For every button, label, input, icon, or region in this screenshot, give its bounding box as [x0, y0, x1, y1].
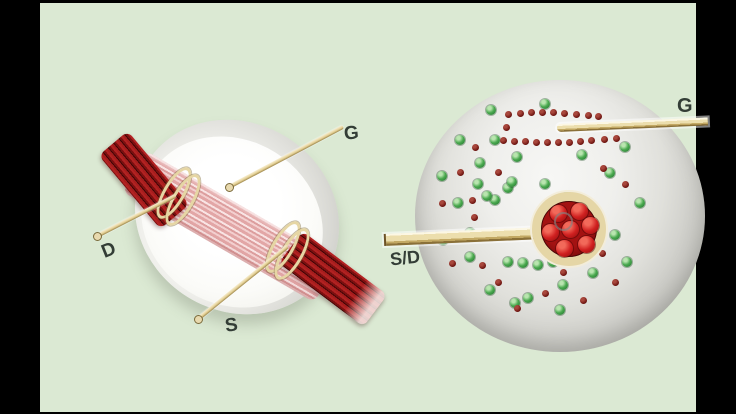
- maroon-dot: [584, 111, 592, 119]
- green-dot: [486, 105, 496, 115]
- maroon-dot: [502, 123, 510, 131]
- green-dot: [540, 179, 550, 189]
- green-dot: [453, 198, 463, 208]
- green-dot: [518, 258, 528, 268]
- green-dot: [475, 158, 485, 168]
- nerve-ring: [532, 192, 606, 266]
- green-dot: [473, 179, 483, 189]
- green-dot: [465, 252, 475, 262]
- maroon-dot: [516, 109, 524, 117]
- maroon-dot: [494, 278, 502, 286]
- maroon-dot: [599, 164, 607, 172]
- green-dot: [558, 280, 568, 290]
- maroon-dot: [598, 249, 606, 257]
- maroon-dot: [541, 289, 549, 297]
- maroon-dot: [510, 137, 518, 145]
- green-dot: [622, 257, 632, 267]
- maroon-dot: [594, 112, 602, 120]
- maroon-dot: [499, 136, 507, 144]
- green-dot: [620, 142, 630, 152]
- green-dot: [490, 195, 500, 205]
- maroon-dot: [456, 168, 464, 176]
- maroon-dot: [468, 196, 476, 204]
- maroon-dot: [513, 304, 521, 312]
- maroon-dot: [612, 134, 620, 142]
- dot-layer: [40, 3, 736, 414]
- green-dot: [503, 183, 513, 193]
- green-dot: [605, 168, 615, 178]
- green-dot: [635, 198, 645, 208]
- maroon-dot: [538, 108, 546, 116]
- green-dot: [507, 177, 517, 187]
- maroon-dot: [470, 213, 478, 221]
- green-dot: [503, 257, 513, 267]
- figure-panel: G D S G S/D: [40, 3, 709, 412]
- fiber-end-dot: [194, 315, 203, 324]
- green-dot: [510, 298, 520, 308]
- maroon-dot: [576, 137, 584, 145]
- green-dot: [555, 305, 565, 315]
- maroon-dot: [611, 278, 619, 286]
- nucleus-red-cell: [581, 216, 599, 234]
- maroon-dot: [494, 168, 502, 176]
- nucleus-red-cell: [541, 223, 559, 241]
- maroon-dot: [521, 137, 529, 145]
- maroon-dot: [471, 143, 479, 151]
- maroon-dot: [478, 261, 486, 269]
- green-dot: [437, 171, 447, 181]
- maroon-dot: [438, 199, 446, 207]
- maroon-dot: [621, 180, 629, 188]
- maroon-dot: [549, 108, 557, 116]
- nucleus-red-cell: [577, 235, 595, 253]
- maroon-dot: [572, 110, 580, 118]
- green-dot: [540, 99, 550, 109]
- green-dot: [588, 268, 598, 278]
- maroon-dot: [579, 296, 587, 304]
- green-dot: [490, 135, 500, 145]
- green-dot: [485, 285, 495, 295]
- green-dot: [523, 293, 533, 303]
- nucleus-red-cell: [555, 239, 573, 257]
- green-dot: [512, 152, 522, 162]
- maroon-dot: [527, 108, 535, 116]
- green-dot: [482, 191, 492, 201]
- green-dot: [533, 260, 543, 270]
- maroon-dot: [560, 109, 568, 117]
- maroon-dot: [504, 110, 512, 118]
- nucleus-ring-outline: [554, 212, 573, 231]
- maroon-dot: [554, 138, 562, 146]
- green-dot: [455, 135, 465, 145]
- green-dot: [577, 150, 587, 160]
- maroon-dot: [559, 268, 567, 276]
- green-dot: [610, 230, 620, 240]
- maroon-dot: [543, 138, 551, 146]
- maroon-dot: [532, 138, 540, 146]
- fiber-end-dot: [225, 183, 234, 192]
- maroon-dot: [448, 259, 456, 267]
- maroon-dot: [587, 136, 595, 144]
- fiber-end-dot: [93, 232, 102, 241]
- soma-gate-label: G: [677, 95, 693, 117]
- source-drain-label: S/D: [389, 246, 421, 270]
- maroon-dot: [565, 138, 573, 146]
- maroon-dot: [600, 135, 608, 143]
- nucleus-red-cell: [570, 202, 588, 220]
